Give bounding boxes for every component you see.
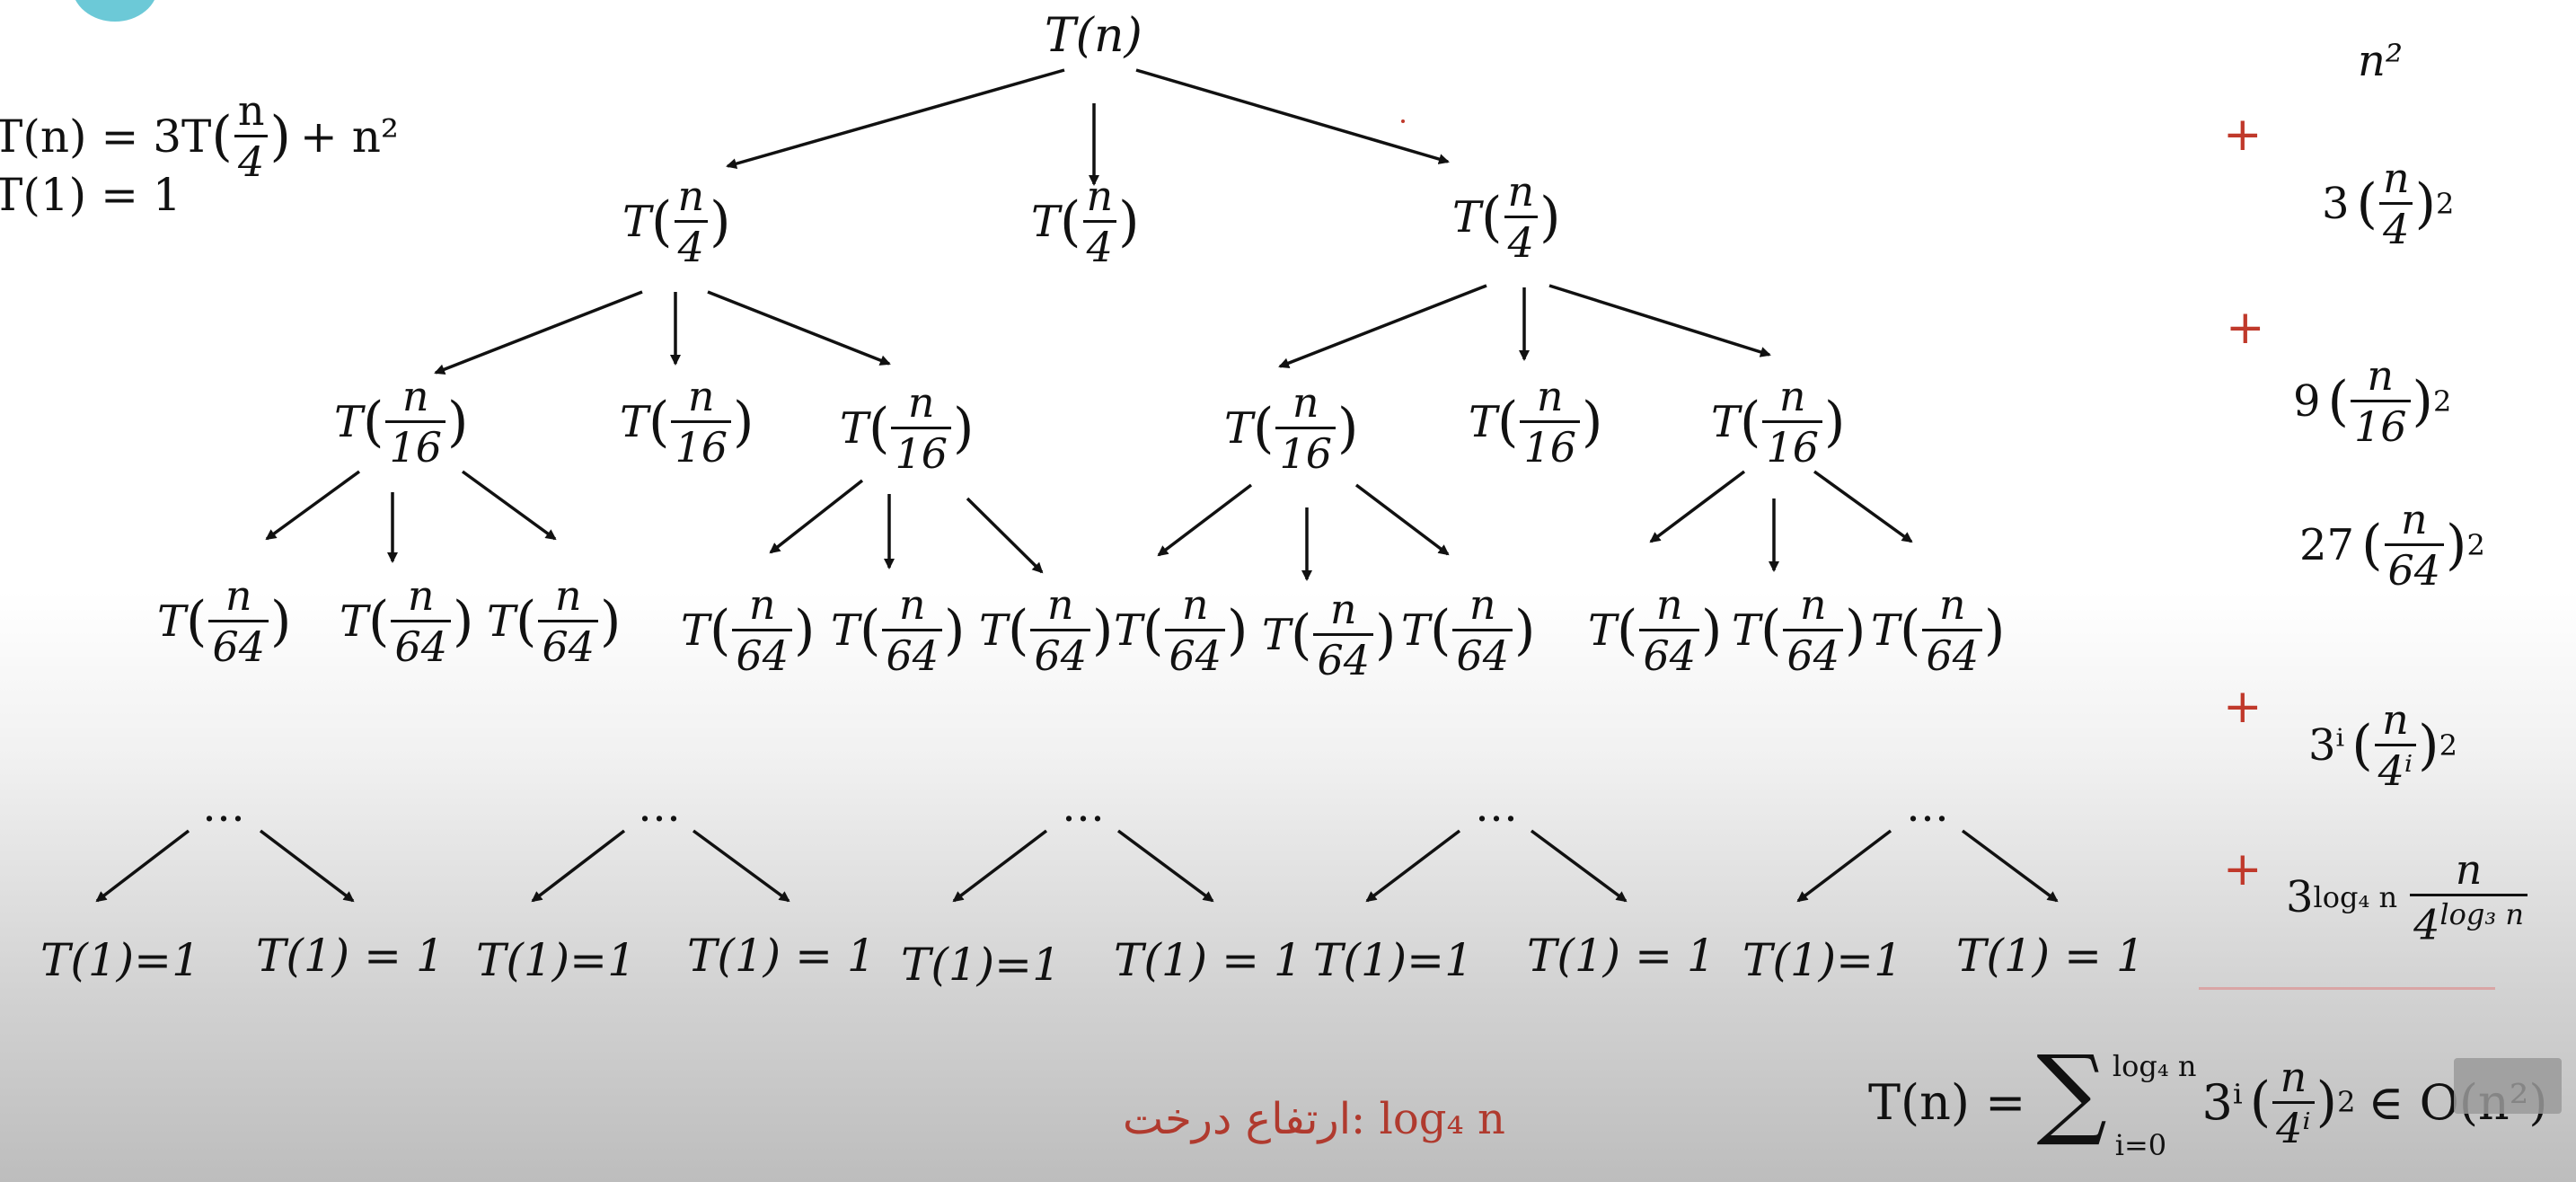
- edge: [1116, 829, 1214, 903]
- tree-leaf: T(1)=1: [1742, 934, 1902, 986]
- tree-leaf: T(1) = 1: [1114, 934, 1302, 986]
- edge: [769, 479, 864, 554]
- sum-symbol: ∑: [2036, 1034, 2107, 1149]
- tree-height-label: ارتفاع درخت: log₄ n: [1123, 1094, 1505, 1144]
- tree-leaf: T(1)=1: [476, 934, 636, 986]
- edge: [952, 829, 1048, 903]
- final-term: 3ⁱ: [2201, 1073, 2243, 1131]
- edge: [1354, 483, 1450, 556]
- final-formula: T(n) = ∑ log₄ n i=0 3ⁱ (n4ⁱ)2 ∈ O(n²): [1868, 1042, 2547, 1162]
- ellipsis: …: [638, 781, 684, 832]
- ellipsis: …: [202, 781, 249, 832]
- edge: [1548, 284, 1771, 357]
- plus-sign: +: [2226, 301, 2265, 355]
- edge: [434, 290, 643, 375]
- recurrence-suffix: + n²: [299, 110, 399, 163]
- edge: [461, 470, 557, 541]
- edge: [531, 829, 626, 903]
- tree-leaf: T(1)=1: [1313, 934, 1473, 986]
- edge: [726, 68, 1065, 170]
- edge: [1813, 470, 1913, 543]
- edge: [707, 290, 891, 366]
- video-control-overlay[interactable]: [2454, 1058, 2562, 1114]
- edge: [259, 829, 355, 903]
- plus-sign: +: [2223, 842, 2263, 896]
- edge: [1135, 68, 1450, 164]
- edge: [1278, 284, 1487, 368]
- tree-leaf: T(1) = 1: [687, 930, 876, 982]
- tree-root: T(n): [1045, 9, 1142, 63]
- edge: [1796, 829, 1892, 903]
- edge: [265, 470, 361, 541]
- edge: [1530, 829, 1628, 903]
- edge: [1961, 829, 2059, 903]
- sum-lower-bound: i=0: [2114, 1128, 2167, 1162]
- tree-leaf: T(1) = 1: [1527, 930, 1716, 982]
- tree-leaf: T(1) = 1: [256, 930, 445, 982]
- edge: [95, 829, 190, 903]
- plus-sign: +: [2223, 108, 2263, 162]
- recurrence-num: n: [237, 86, 265, 135]
- sum-upper-bound: log₄ n: [2112, 1049, 2197, 1083]
- recurrence-lhs: T(n) = 3T: [0, 110, 212, 163]
- level-cost-0: n²: [2358, 36, 2404, 86]
- recurrence-line-2: T(1) = 1: [0, 169, 181, 221]
- edge: [1365, 829, 1461, 903]
- sum-underline: [2199, 987, 2495, 990]
- recurrence-den: 4: [234, 135, 269, 182]
- ellipsis: …: [1475, 781, 1522, 832]
- tree-leaf: T(1) = 1: [1956, 930, 2145, 982]
- plus-sign: +: [2223, 680, 2263, 734]
- edge: [966, 497, 1044, 574]
- tree-leaf: T(1)=1: [40, 934, 200, 986]
- tree-leaf: T(1)=1: [901, 939, 1061, 991]
- edge: [1157, 483, 1253, 557]
- final-lhs: T(n) =: [1868, 1073, 2026, 1131]
- ellipsis: …: [1062, 781, 1108, 832]
- ellipsis: …: [1906, 781, 1953, 832]
- edge: [692, 829, 790, 903]
- edge: [1649, 470, 1746, 543]
